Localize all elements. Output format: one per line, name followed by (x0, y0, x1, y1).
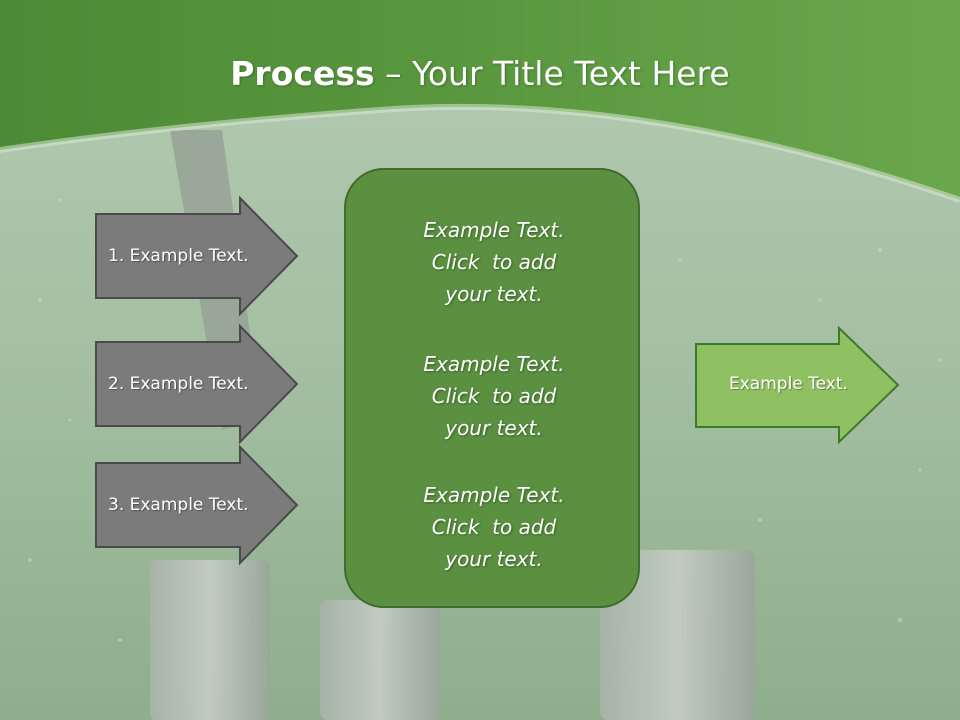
center-text-block[interactable]: Example Text. Click to add your text. (346, 348, 642, 444)
block-line: your text. (445, 547, 543, 571)
block-line: your text. (445, 416, 543, 440)
right-arrow-label[interactable]: Example Text. (729, 374, 848, 394)
block-line: Example Text. (423, 352, 565, 376)
block-line: Click to add (431, 250, 557, 274)
left-arrow-2-label[interactable]: 2. Example Text. (108, 374, 249, 394)
block-line: Click to add (431, 515, 557, 539)
center-text-box[interactable]: Example Text. Click to add your text. Ex… (344, 168, 640, 608)
center-text-block[interactable]: Example Text. Click to add your text. (346, 479, 642, 575)
title-bold: Process (230, 54, 375, 93)
left-arrow-3-label[interactable]: 3. Example Text. (108, 495, 249, 515)
block-line: Example Text. (423, 483, 565, 507)
center-text-block[interactable]: Example Text. Click to add your text. (346, 214, 642, 310)
block-line: your text. (445, 282, 543, 306)
page-title: Process – Your Title Text Here (0, 52, 960, 96)
block-line: Example Text. (423, 218, 565, 242)
left-arrow-1-label[interactable]: 1. Example Text. (108, 246, 249, 266)
block-line: Click to add (431, 384, 557, 408)
title-rest: – Your Title Text Here (374, 54, 730, 93)
